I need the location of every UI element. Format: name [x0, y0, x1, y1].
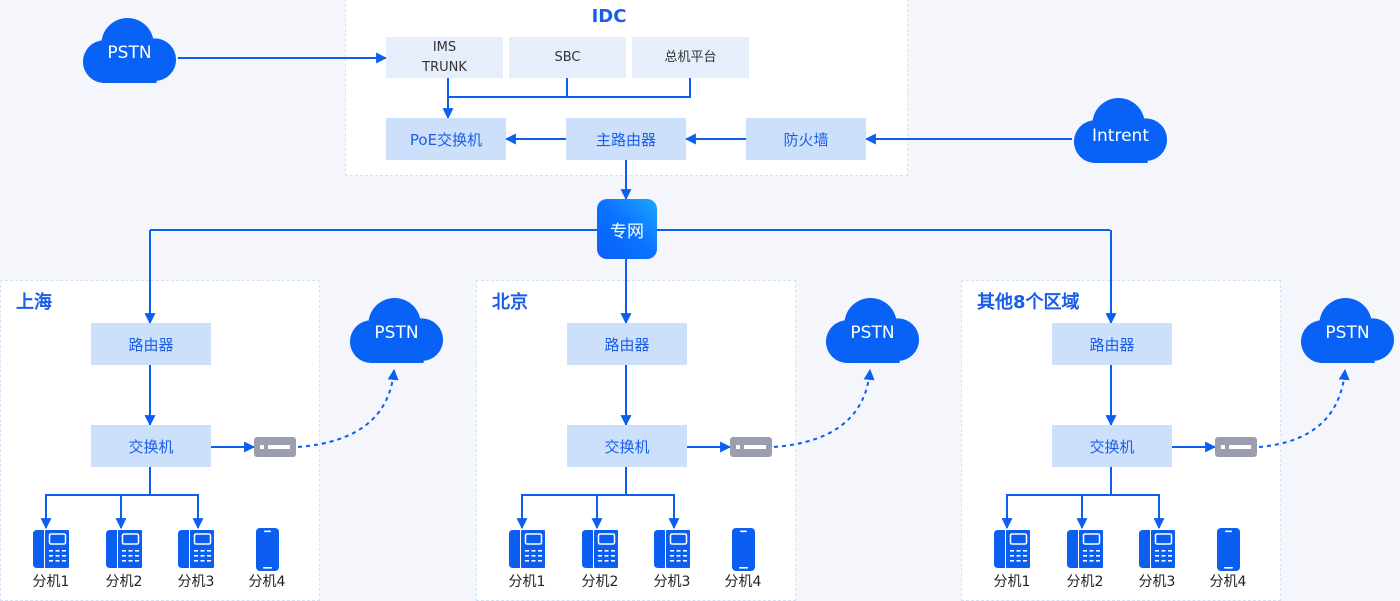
extension-label: 分机2: [581, 574, 619, 590]
switch-label: 交换机: [604, 437, 650, 456]
desk-phone-icon: [33, 530, 69, 568]
idc-title: IDC: [591, 6, 627, 27]
gateway-device-icon: [1215, 437, 1257, 457]
desk-phone-icon: [1139, 530, 1175, 568]
switch-box: 交换机: [1052, 425, 1172, 467]
region-title: 其他8个区域: [977, 292, 1080, 313]
router-label: 路由器: [1089, 335, 1135, 354]
extension-label: 分机4: [1209, 574, 1247, 590]
gateway-device-icon: [254, 437, 296, 457]
mobile-phone-icon: [256, 528, 279, 571]
region-pstn-label: PSTN: [850, 323, 895, 343]
ims-trunk-box: IMS TRUNK: [386, 37, 503, 78]
region-2: 其他8个区域 路由器 交换机 PSTN: [961, 0, 1400, 601]
desk-phone-icon: [509, 530, 545, 568]
main-router-box: 主路由器: [566, 118, 686, 160]
desk-phone-icon: [178, 530, 214, 568]
extension-label: 分机4: [248, 574, 286, 590]
extension-label: 分机3: [177, 574, 215, 590]
region-pstn-cloud: PSTN: [1299, 295, 1396, 365]
router-box: 路由器: [567, 323, 687, 365]
extension-label: 分机2: [105, 574, 143, 590]
internet-cloud-label: Intrent: [1092, 126, 1149, 146]
router-label: 路由器: [604, 335, 650, 354]
pbx-platform-label: 总机平台: [664, 49, 717, 65]
region-pstn-label: PSTN: [374, 323, 419, 343]
router-box: 路由器: [1052, 323, 1172, 365]
desk-phone-icon: [582, 530, 618, 568]
poe-switch-box: PoE交换机: [386, 118, 506, 160]
switch-label: 交换机: [1089, 437, 1135, 456]
firewall-box: 防火墙: [746, 118, 866, 160]
private-network-node: 专网: [597, 199, 657, 259]
sbc-box: SBC: [509, 37, 626, 78]
pstn-cloud: PSTN: [81, 15, 178, 85]
pstn-cloud-label: PSTN: [107, 43, 152, 63]
mobile-phone-icon: [732, 528, 755, 571]
router-label: 路由器: [128, 335, 174, 354]
region-title: 北京: [492, 292, 528, 313]
internet-cloud: Intrent: [1072, 95, 1169, 165]
region-0: 上海 路由器 交换机 PSTN: [0, 0, 450, 601]
extension-label: 分机4: [724, 574, 762, 590]
router-box: 路由器: [91, 323, 211, 365]
firewall-label: 防火墙: [783, 130, 829, 149]
switch-box: 交换机: [567, 425, 687, 467]
extension-label: 分机3: [1138, 574, 1176, 590]
extension-label: 分机3: [653, 574, 691, 590]
desk-phone-icon: [106, 530, 142, 568]
desk-phone-icon: [654, 530, 690, 568]
desk-phone-icon: [1067, 530, 1103, 568]
gateway-device-icon: [730, 437, 772, 457]
region-pstn-cloud: PSTN: [348, 295, 445, 365]
region-title: 上海: [16, 292, 52, 313]
ims-trunk-label-line1: IMS: [432, 39, 457, 55]
sbc-label: SBC: [554, 49, 581, 65]
extension-label: 分机1: [508, 574, 546, 590]
extension-label: 分机1: [32, 574, 70, 590]
ims-trunk-label-line2: TRUNK: [422, 59, 467, 75]
mobile-phone-icon: [1217, 528, 1240, 571]
region-pstn-label: PSTN: [1325, 323, 1370, 343]
poe-switch-label: PoE交换机: [409, 130, 483, 149]
region-1: 北京 路由器 交换机 PSTN: [476, 0, 926, 601]
desk-phone-icon: [994, 530, 1030, 568]
extension-label: 分机1: [993, 574, 1031, 590]
extension-label: 分机2: [1066, 574, 1104, 590]
main-router-label: 主路由器: [595, 130, 656, 149]
private-network-label: 专网: [610, 221, 644, 242]
pbx-platform-box: 总机平台: [632, 37, 749, 78]
switch-box: 交换机: [91, 425, 211, 467]
switch-label: 交换机: [128, 437, 174, 456]
region-pstn-cloud: PSTN: [824, 295, 921, 365]
